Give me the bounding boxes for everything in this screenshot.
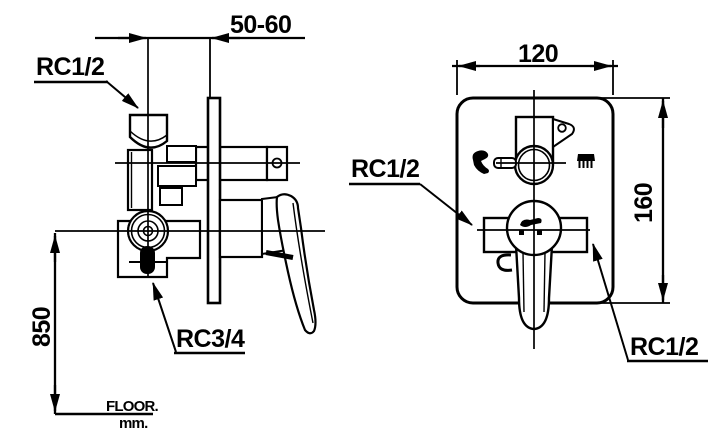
dim-height-160: 160 [600, 97, 670, 304]
side-view-wall-plate [206, 96, 222, 305]
height-dim-text: 850 [28, 307, 56, 347]
front-left-port-text: RC1/2 [351, 155, 419, 183]
front-height-dim-text: 160 [630, 183, 658, 223]
label-right-port-rc12: RC1/2 [592, 243, 708, 363]
label-outlet-rc34: RC3/4 [152, 282, 245, 355]
label-inlet-rc12-side: RC1/2 [34, 53, 139, 109]
front-view [455, 90, 615, 349]
front-view-clip [496, 253, 513, 272]
floor-unit-text: mm. [119, 415, 148, 432]
floor-label-text: FLOOR. [106, 398, 158, 415]
label-left-port-rc12: RC1/2 [349, 155, 473, 226]
side-view-valve-internals [157, 145, 197, 206]
depth-dim-text: 50-60 [230, 11, 291, 39]
dim-height-850: 850 [28, 233, 153, 416]
width-dim-text: 120 [518, 40, 558, 68]
dim-depth-50-60: 50-60 [95, 11, 305, 98]
dim-width-120: 120 [452, 40, 618, 95]
front-right-port-text: RC1/2 [630, 333, 698, 361]
outlet-label-text: RC3/4 [176, 325, 245, 353]
front-view-hub-marks [519, 218, 542, 235]
side-view [55, 38, 325, 335]
side-view-centerlines [55, 38, 325, 277]
overhead-shower-icon [577, 154, 595, 168]
label-floor: FLOOR. mm. [106, 398, 159, 432]
hand-shower-icon [472, 150, 489, 174]
inlet-label-text: RC1/2 [36, 53, 104, 81]
side-view-handle-base [218, 198, 264, 259]
side-view-lever [261, 193, 317, 335]
